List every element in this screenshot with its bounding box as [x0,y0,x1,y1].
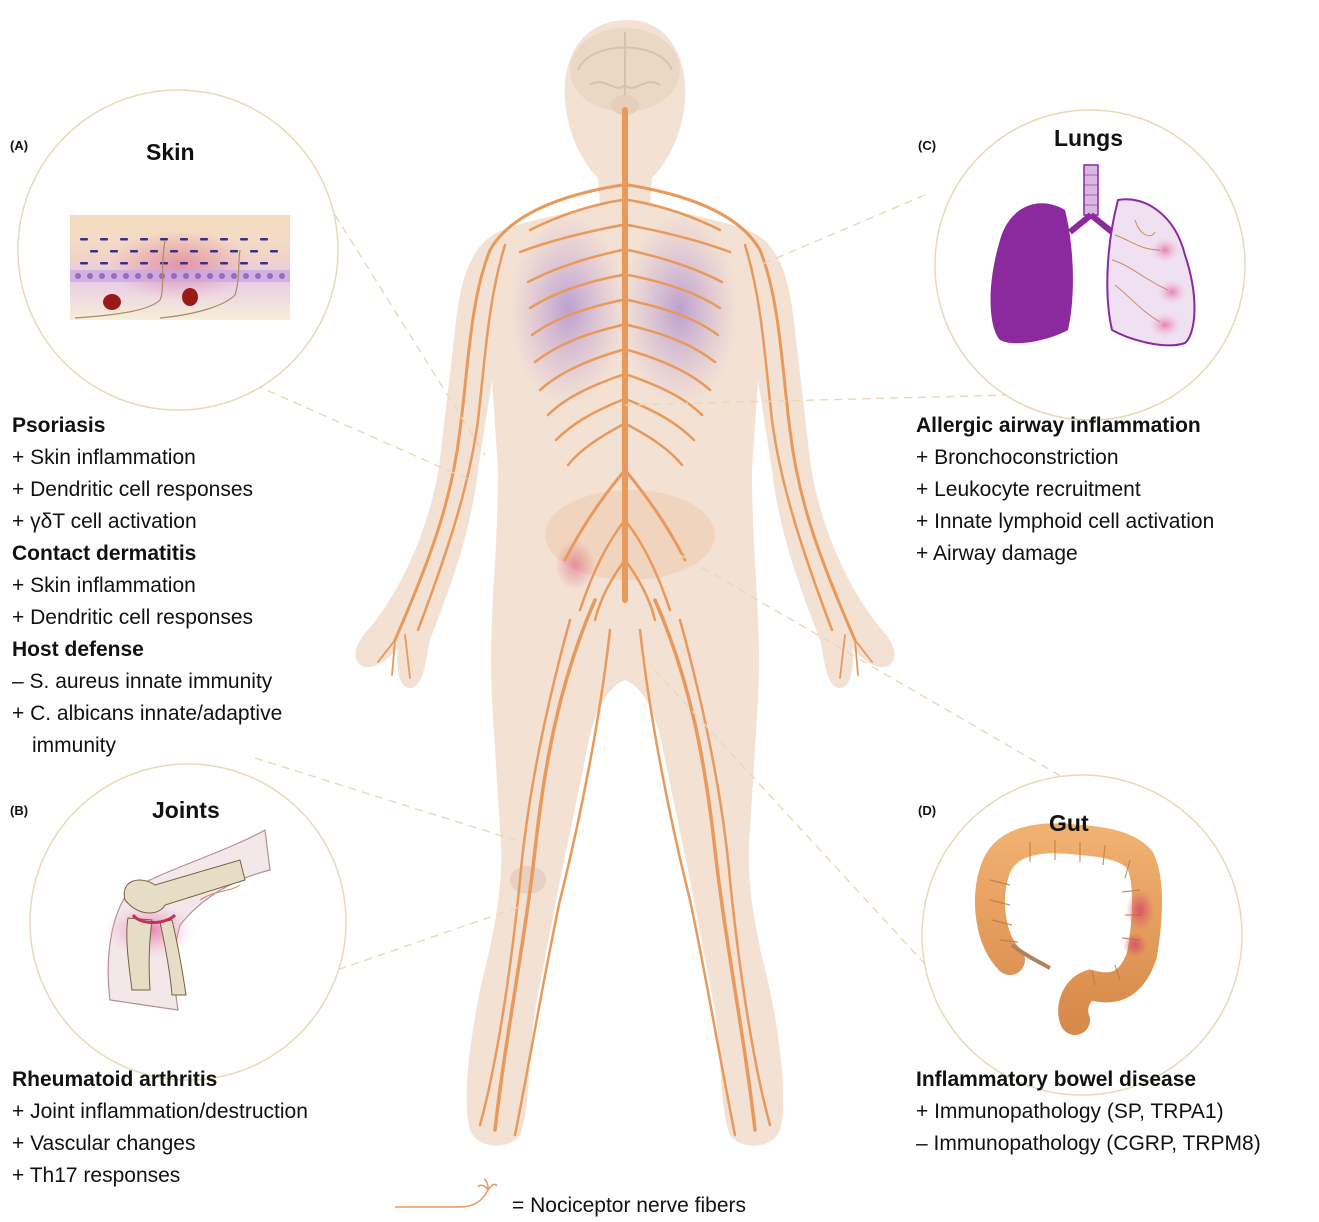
legend-nerve-icon [395,1179,497,1207]
ibd-heading: Inflammatory bowel disease [916,1064,1261,1096]
effect-line: + Skin inflammation [12,570,282,602]
panel-title-skin: Skin [146,139,195,166]
panel-title-lungs: Lungs [1054,125,1123,152]
effect-line: + Dendritic cell responses [12,602,282,634]
effect-line: + Dendritic cell responses [12,474,282,506]
panel-letter-c: (C) [918,138,936,153]
effect-line: + Th17 responses [12,1160,308,1192]
panel-title-joints: Joints [152,797,220,824]
panel-title-gut: Gut [1049,810,1089,837]
effect-line: + γδT cell activation [12,506,282,538]
panel-letter-b: (B) [10,803,28,818]
effect-line: + Joint inflammation/destruction [12,1096,308,1128]
gut-effects: Inflammatory bowel disease + Immunopatho… [916,1064,1261,1160]
lungs-effects: Allergic airway inflammation + Bronchoco… [916,410,1214,570]
effect-line: + Innate lymphoid cell activation [916,506,1214,538]
effect-line: – Immunopathology (CGRP, TRPM8) [916,1128,1261,1160]
psoriasis-heading: Psoriasis [12,410,282,442]
effect-line: + Vascular changes [12,1128,308,1160]
effect-line: – S. aureus innate immunity [12,666,282,698]
joints-effects: Rheumatoid arthritis + Joint inflammatio… [12,1064,308,1192]
effect-line: + Immunopathology (SP, TRPA1) [916,1096,1261,1128]
skin-illustration [70,215,290,320]
skin-effects: Psoriasis + Skin inflammation + Dendriti… [12,410,282,762]
legend-label: = Nociceptor nerve fibers [512,1194,746,1218]
effect-line: + Skin inflammation [12,442,282,474]
host-defense-heading: Host defense [12,634,282,666]
effect-line: + C. albicans innate/adaptive [12,698,282,730]
rheumatoid-arthritis-heading: Rheumatoid arthritis [12,1064,308,1096]
effect-line: + Leukocyte recruitment [916,474,1214,506]
panel-letter-d: (D) [918,803,936,818]
body-knee-glow [510,866,546,894]
effect-line: + Bronchoconstriction [916,442,1214,474]
effect-line: immunity [12,730,282,762]
contact-dermatitis-heading: Contact dermatitis [12,538,282,570]
effect-line: + Airway damage [916,538,1214,570]
panel-letter-a: (A) [10,138,28,153]
allergic-airway-heading: Allergic airway inflammation [916,410,1214,442]
